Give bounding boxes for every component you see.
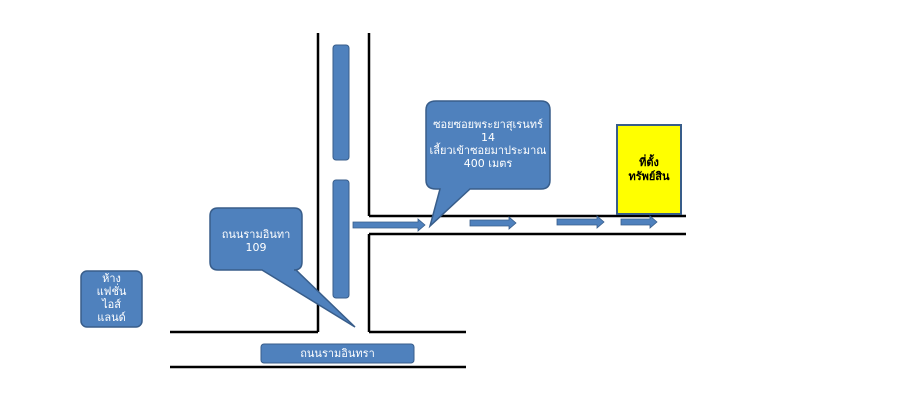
mall-label-line: แฟชั่น	[96, 285, 127, 298]
property-box	[616, 124, 682, 215]
mall-label-line: แลนด์	[97, 311, 126, 324]
main-road-label: ถนนรามอินทรา	[300, 347, 375, 360]
property-label-line: ที่ตั้ง	[639, 156, 659, 169]
road109-label-line: ถนนรามอินทา	[221, 228, 291, 241]
soi109-median-upper	[332, 44, 350, 161]
soi14-callout	[425, 100, 551, 229]
road109-callout	[209, 207, 356, 328]
soi14-label-line: 400 เมตร	[463, 157, 513, 170]
road109-label-line: 109	[245, 241, 267, 254]
mall-label: ห้าง แฟชั่น ไอส์ แลนด์	[81, 271, 142, 324]
soi109-median-lower	[332, 179, 350, 299]
right-arrow-icon	[352, 218, 426, 232]
soi14-label-line: เลี้ยวเข้าซอยมาประมาณ	[429, 144, 547, 157]
road109-label: ถนนรามอินทา 109	[210, 228, 302, 254]
property-label-line: ทรัพย์สิน	[628, 170, 670, 183]
soi14-label: ซอยซอยพระยาสุเรนทร์ 14 เลี้ยวเข้าซอยมาปร…	[426, 118, 550, 170]
route-arrows	[352, 215, 658, 232]
mall-label-line: ห้าง	[102, 272, 121, 285]
mall-label-line: ไอส์	[102, 298, 121, 311]
property-label: ที่ตั้ง ทรัพย์สิน	[617, 156, 681, 184]
road-lines	[170, 33, 686, 369]
mall-box	[80, 270, 143, 328]
soi14-label-line: 14	[481, 131, 495, 144]
soi14-label-line: ซอยซอยพระยาสุเรนทร์	[433, 118, 543, 131]
right-arrow-icon	[620, 215, 658, 229]
right-arrow-icon	[556, 215, 605, 229]
main-road-label-bar	[260, 343, 415, 364]
right-arrow-icon	[469, 216, 517, 230]
